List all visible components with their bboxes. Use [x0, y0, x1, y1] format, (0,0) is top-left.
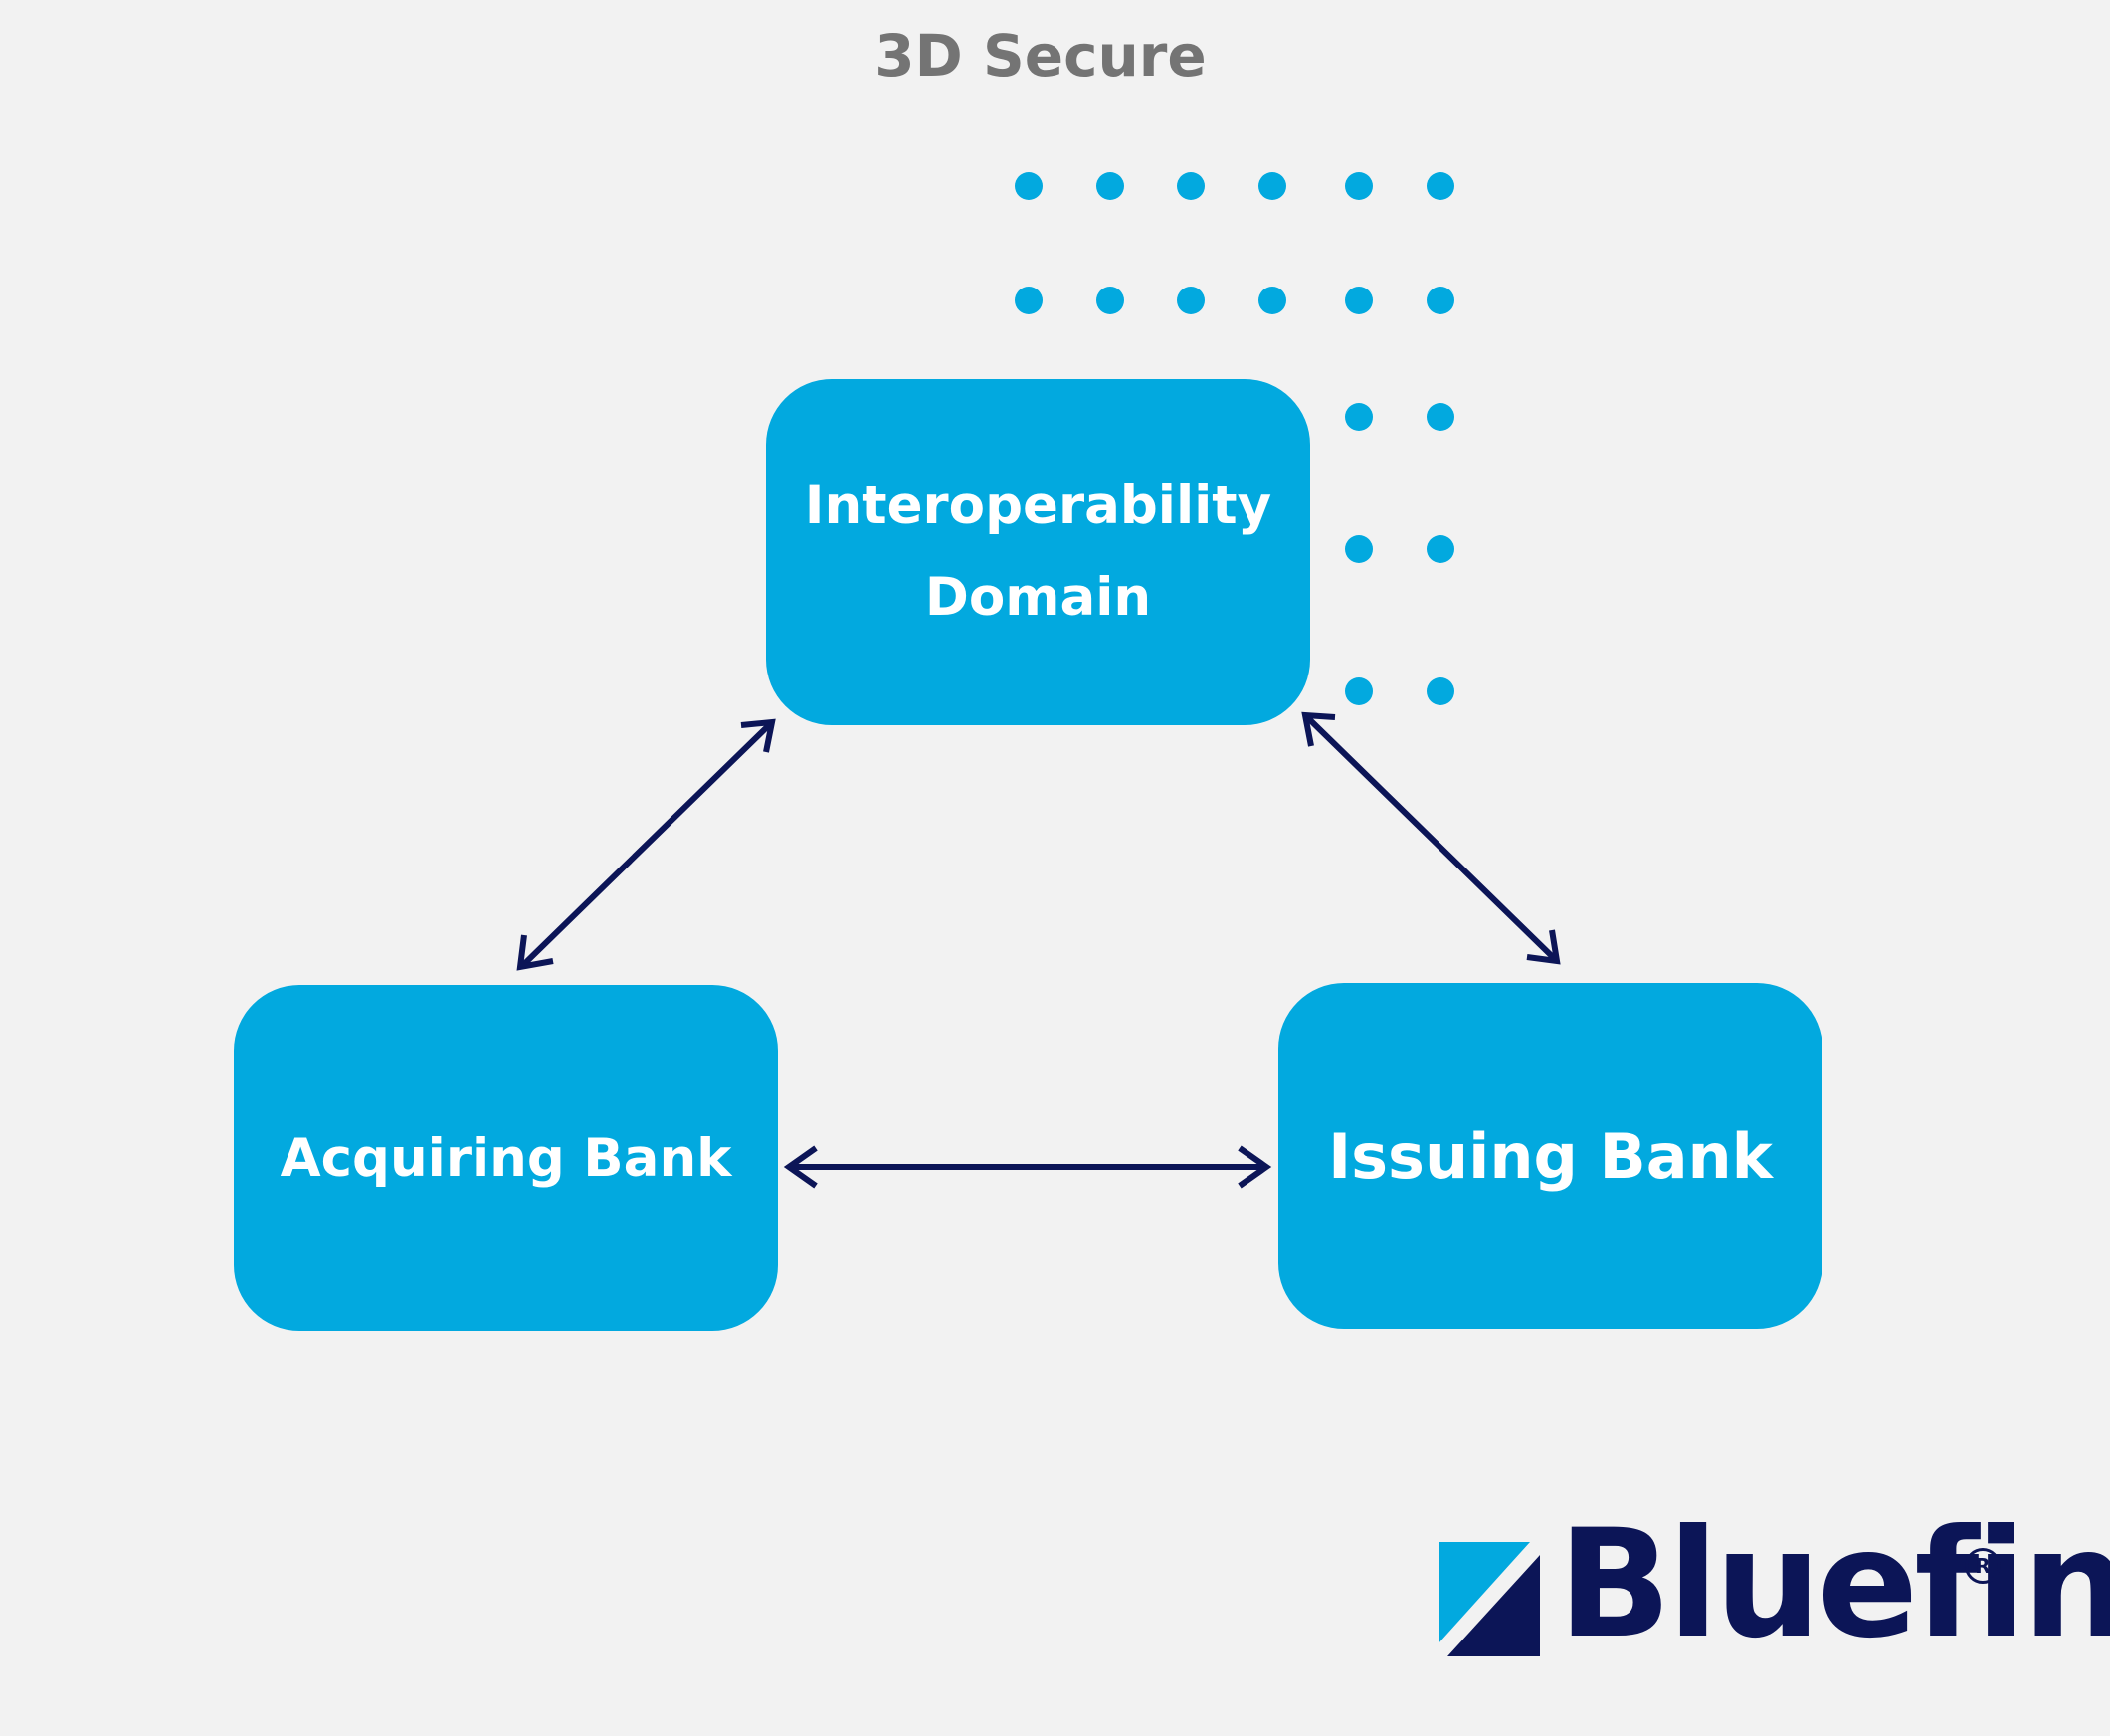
- bluefin-logo-mark: [1439, 1542, 1540, 1656]
- decor-dot: [1345, 287, 1373, 314]
- arrowhead-issuing-left-end: [1238, 1145, 1272, 1189]
- arrowhead-acquiring-end: [516, 934, 554, 971]
- registered-trademark-icon: R: [1965, 1548, 2001, 1584]
- decor-dot: [1177, 287, 1205, 314]
- node-label-line1: Interoperability: [804, 476, 1272, 536]
- decor-dot: [1427, 172, 1454, 200]
- dot-grid: [1015, 172, 1454, 705]
- node-issuing-bank-label: Issuing Bank: [1328, 1119, 1773, 1193]
- arrowhead-acquiring-left-end: [783, 1145, 818, 1189]
- decor-dot: [1096, 172, 1124, 200]
- arrowhead-issuing-end: [1526, 929, 1561, 965]
- arrows: [516, 711, 1561, 1189]
- decor-dot: [1258, 287, 1286, 314]
- decor-dot: [1345, 677, 1373, 705]
- decor-dot: [1427, 535, 1454, 563]
- page-title: 3D Secure: [874, 22, 1207, 90]
- node-interoperability-domain-label: Interoperability Domain: [805, 461, 1271, 644]
- decor-dot: [1096, 287, 1124, 314]
- decor-dot: [1427, 287, 1454, 314]
- decor-dot: [1177, 172, 1205, 200]
- node-issuing-bank: Issuing Bank: [1278, 983, 1822, 1329]
- decor-dot: [1427, 403, 1454, 431]
- arrow-interop-acquiring: [520, 719, 775, 968]
- decor-dot: [1345, 535, 1373, 563]
- logo-mark-light-icon: [1439, 1542, 1530, 1643]
- node-acquiring-bank-label: Acquiring Bank: [280, 1127, 732, 1189]
- logo-mark-dark-icon: [1447, 1555, 1540, 1656]
- node-interoperability-domain: Interoperability Domain: [766, 379, 1310, 725]
- bluefin-logo-wordmark: Bluefin: [1558, 1498, 2110, 1671]
- decor-dot: [1427, 677, 1454, 705]
- arrowhead-interop-right-end: [1301, 711, 1336, 747]
- node-label-line2: Domain: [924, 567, 1152, 628]
- decor-dot: [1345, 172, 1373, 200]
- arrow-interop-issuing: [1302, 712, 1560, 964]
- decor-dot: [1345, 403, 1373, 431]
- decor-dot: [1015, 172, 1043, 200]
- decor-dot: [1015, 287, 1043, 314]
- decor-dot: [1258, 172, 1286, 200]
- arrowhead-interop-end: [740, 718, 776, 753]
- node-acquiring-bank: Acquiring Bank: [234, 985, 778, 1331]
